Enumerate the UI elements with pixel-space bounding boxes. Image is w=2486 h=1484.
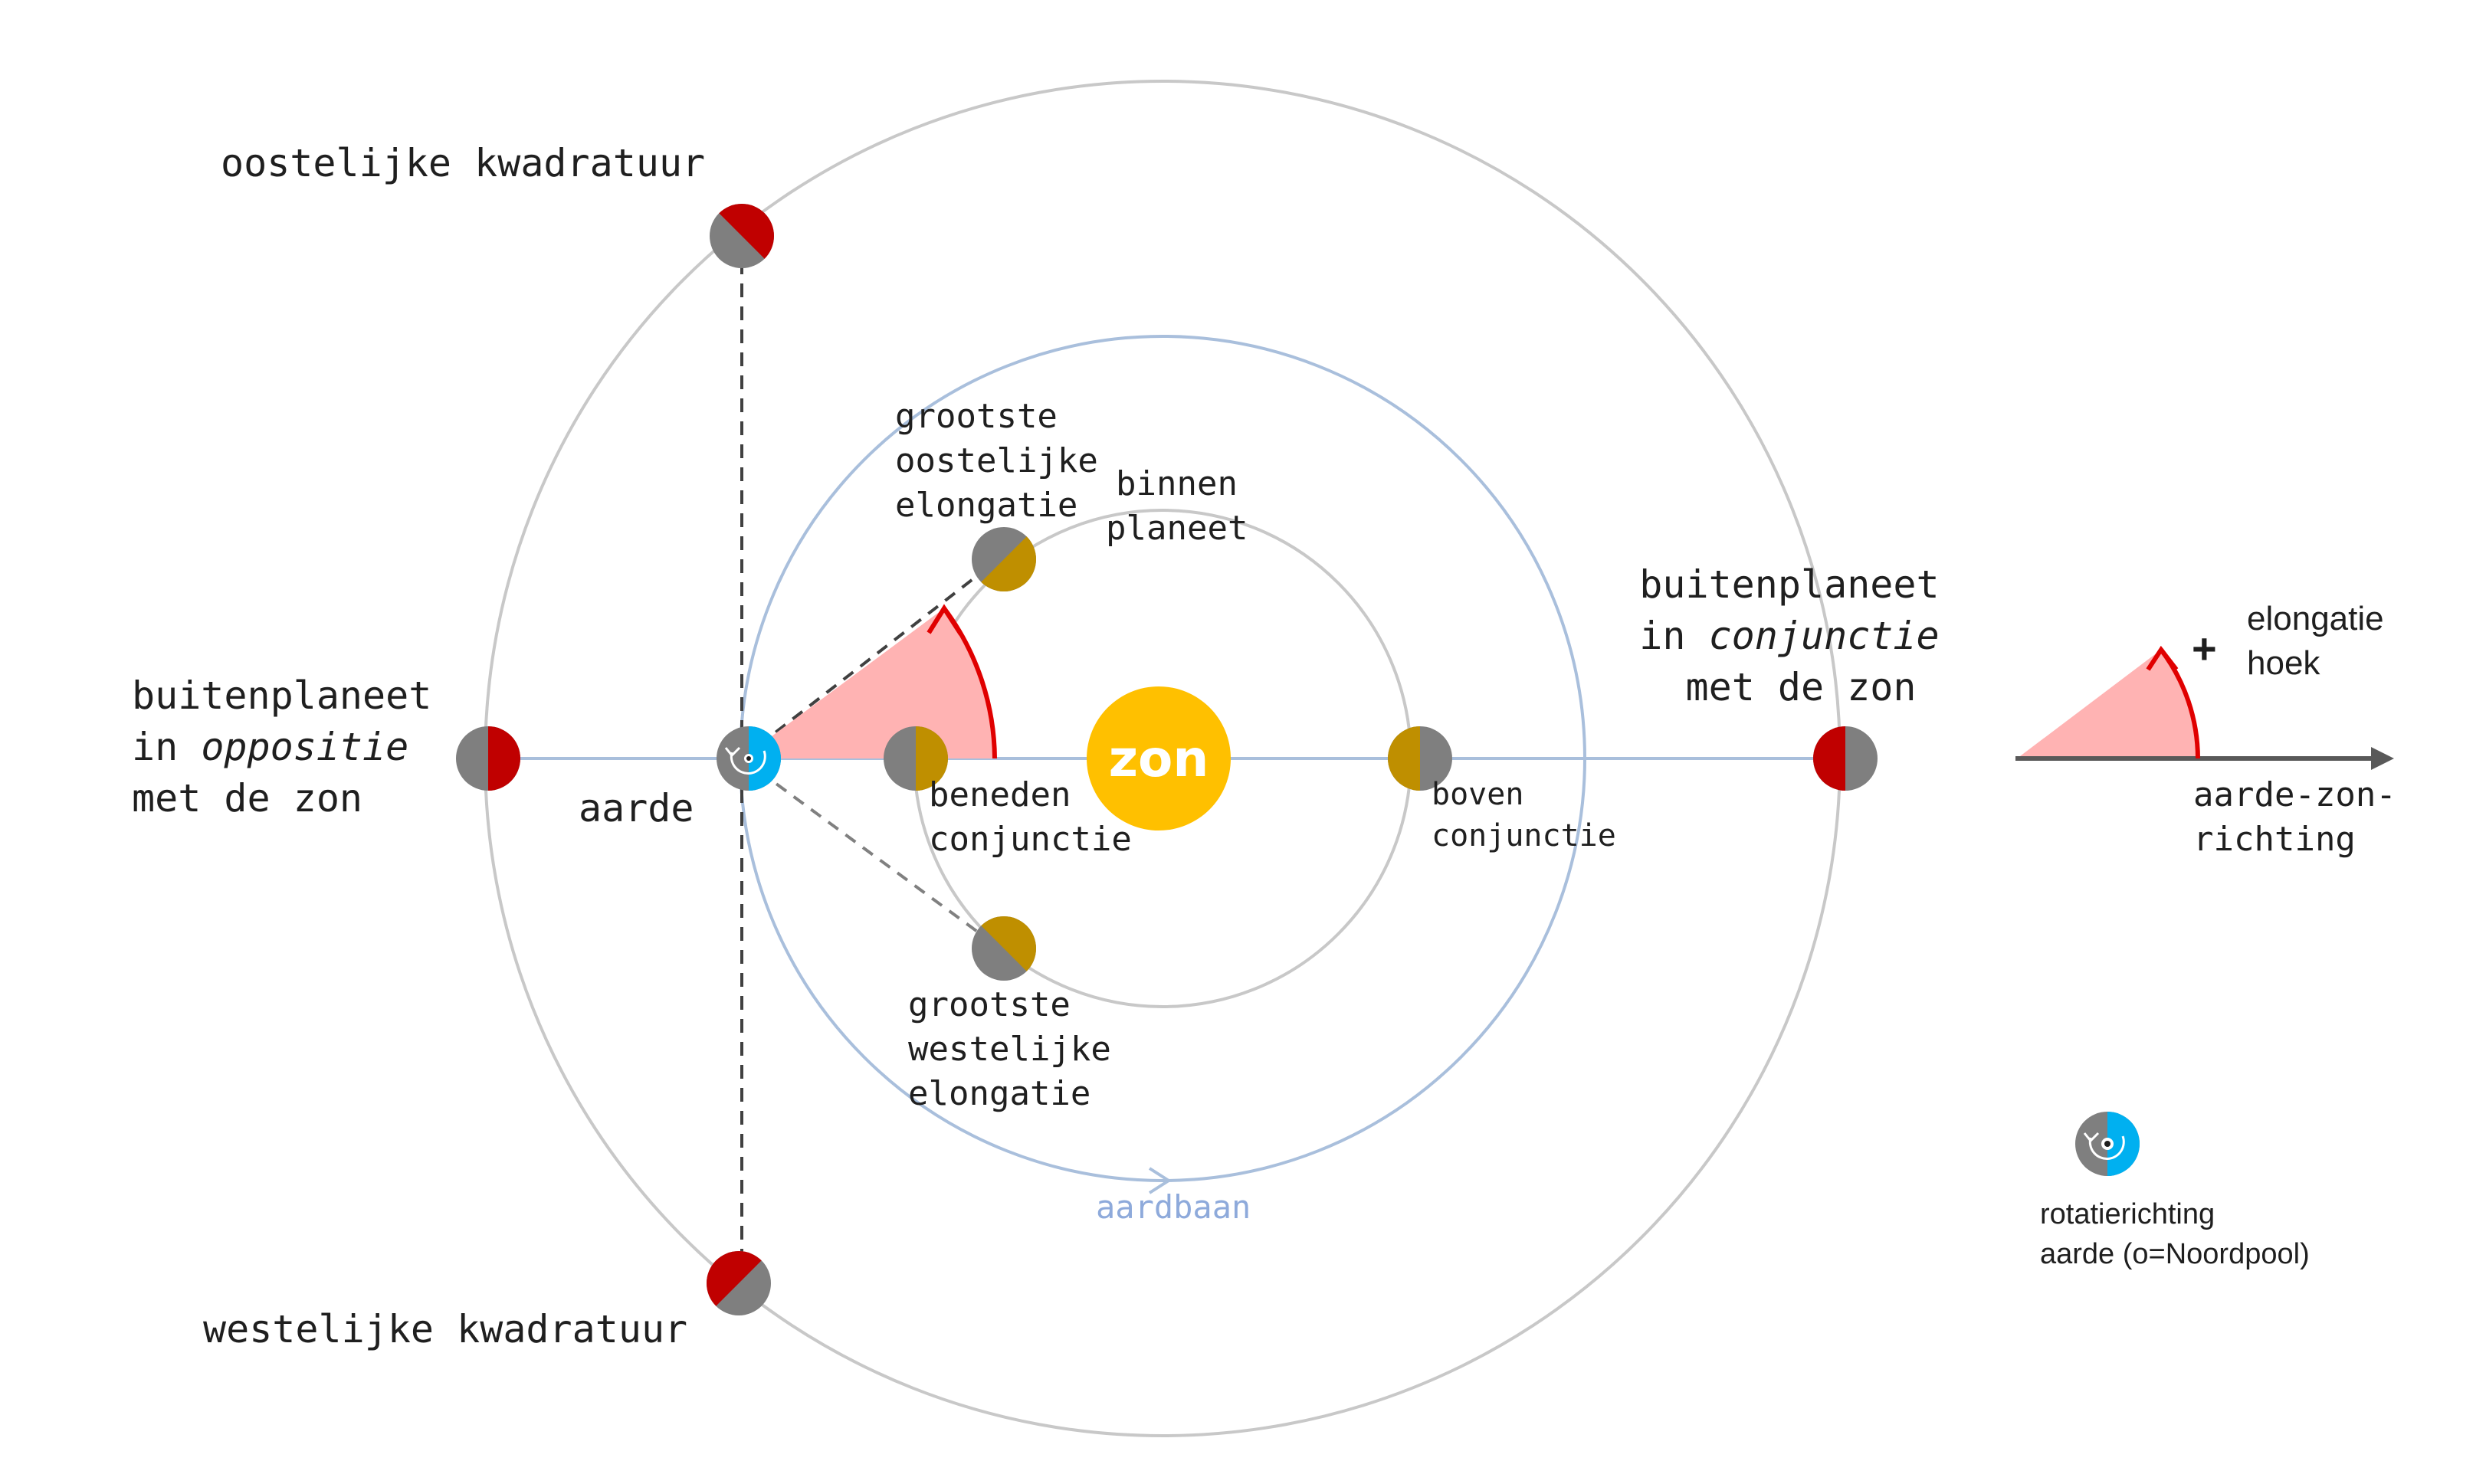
outer-planet-opposition [456,726,520,791]
inner-planet-superior-conjunction [1388,726,1452,791]
elongation-angle-arrowhead [927,604,963,636]
greatest-west-elongation-label: grootste westelijke elongatie [908,985,1131,1113]
legend-elongation: + elongatie hoek aarde-zon- richting [2015,600,2416,859]
legend-plus-sign: + [2192,624,2217,673]
legend-rotation: rotatierichting aarde (o=Noordpool) [2040,1112,2310,1270]
outer-planet-west-quadrature [707,1251,771,1315]
inferior-conjunction-label: beneden conjunctie [929,775,1132,859]
legend-direction-label: aarde-zon- richting [2193,775,2416,859]
outer-planet-east-quadrature [710,204,774,268]
earth [717,726,781,791]
west-elongation-line [740,757,1004,952]
sun [1087,686,1231,830]
opposition-label: buitenplaneet in oppositie met de zon [132,673,454,821]
sun-label: zon [1109,729,1209,788]
inner-planet-greatest-east-elongation [972,527,1036,591]
inner-planet-label: binnen planeet [1106,464,1258,548]
legend-arc-arrowhead [2146,645,2179,671]
inner-planet-greatest-west-elongation [972,916,1036,981]
inner-planet-inferior-conjunction [884,726,948,791]
legend-earth-icon [2075,1112,2140,1176]
outer-planet-conjunction [1813,726,1878,791]
legend-rotation-label: rotatierichting aarde (o=Noordpool) [2040,1198,2310,1270]
legend-elongation-label: elongatie hoek [2247,600,2393,682]
greatest-east-elongation-label: grootste oostelijke elongatie [895,397,1118,525]
earth-label: aarde [579,786,694,830]
superior-conjunction-label: boven conjunctie [1432,777,1616,853]
legend-angle-wedge [2017,650,2198,758]
east-quadrature-label: oostelijke kwadratuur [221,141,705,185]
conjunction-label: buitenplaneet in conjunctie met de zon [1639,562,1962,709]
rotation-arrow-icon [730,750,766,775]
east-elongation-line [740,555,1004,760]
west-quadrature-label: westelijke kwadratuur [203,1307,687,1351]
elongation-angle-wedge [742,608,995,758]
earth-orbit-label: aardbaan [1096,1188,1251,1226]
earth-orbit-direction-arrow [1148,1167,1172,1194]
